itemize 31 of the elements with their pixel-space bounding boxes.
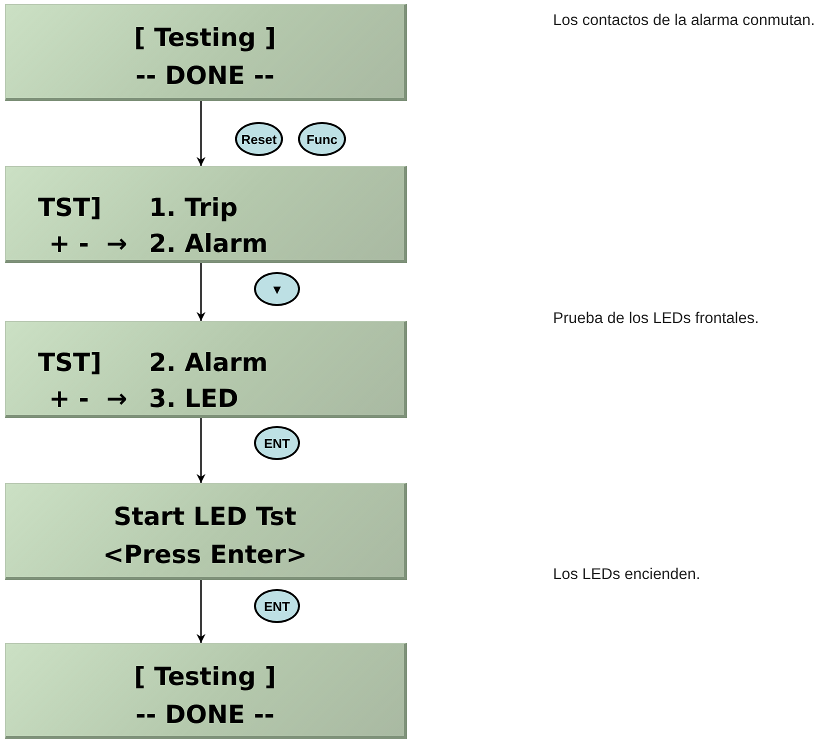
screen-text: <Press Enter>	[102, 542, 308, 567]
screen-text: -- DONE --	[136, 63, 274, 88]
key-button: ENT	[254, 426, 300, 460]
lcd-screen	[5, 166, 407, 263]
screen-text: Start LED Tst	[114, 504, 296, 529]
arrow	[196, 263, 206, 321]
screen-text: 2. Alarm	[149, 231, 268, 256]
screen-text: [ Testing ]	[134, 664, 276, 689]
screen-text: 3. LED	[149, 386, 238, 411]
screen-text: -- DONE --	[136, 702, 274, 727]
note-text: Prueba de los LEDs frontales.	[553, 310, 759, 328]
screen-text: TST]	[38, 195, 102, 220]
screen-text: + - →	[49, 386, 128, 411]
screen-text: + - →	[49, 231, 128, 256]
lcd-screen	[5, 321, 407, 418]
key-button: ENT	[254, 589, 300, 623]
lcd-screen	[5, 483, 407, 580]
screen-text: TST]	[38, 350, 102, 375]
screen-text: [ Testing ]	[134, 25, 276, 50]
screen-text: 1. Trip	[149, 195, 238, 220]
arrow	[196, 580, 206, 643]
note-text: Los contactos de la alarma conmutan.	[553, 12, 815, 30]
lcd-screen	[5, 4, 407, 101]
arrow	[196, 101, 206, 166]
note-text: Los LEDs encienden.	[553, 566, 700, 584]
lcd-screen	[5, 643, 407, 739]
key-button: Func	[298, 122, 346, 156]
key-button: Reset	[235, 122, 283, 156]
key-button: ▼	[254, 272, 300, 306]
screen-text: 2. Alarm	[149, 350, 268, 375]
arrow	[196, 418, 206, 483]
